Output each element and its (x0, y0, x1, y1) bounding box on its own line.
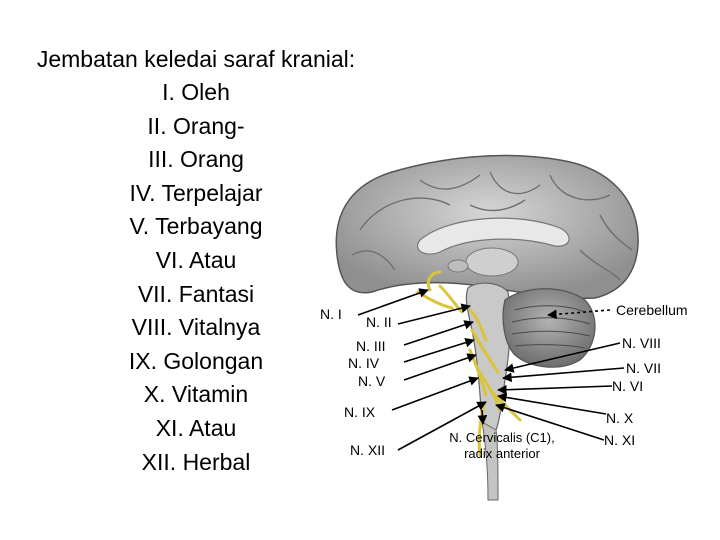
label-n6: N. VI (612, 378, 644, 394)
mnemonic-line-11: XI. Atau (155, 414, 237, 441)
label-n10: N. X (606, 410, 634, 426)
label-n8: N. VIII (622, 335, 661, 351)
mnemonic-line-12: XII. Herbal (141, 448, 251, 475)
mnemonic-line-8: VIII. Vitalnya (131, 314, 261, 341)
label-cervicalis-line2: radix anterior (464, 446, 540, 461)
cerebrum (335, 154, 639, 300)
mnemonic-line-4: IV. Terpelajar (129, 179, 263, 206)
mnemonic-line-6: VI. Atau (155, 246, 237, 273)
label-n1: N. I (320, 306, 342, 322)
label-n9: N. IX (344, 404, 376, 420)
mnemonic-line-9: IX. Golongan (128, 347, 264, 374)
label-cerebellum: Cerebellum (616, 302, 688, 318)
label-n11: N. XI (604, 432, 636, 448)
mnemonic-line-5: V. Terbayang (129, 213, 263, 240)
label-n4: N. IV (348, 355, 380, 371)
label-n5: N. V (358, 373, 386, 389)
label-n12: N. XII (350, 442, 386, 458)
label-cervicalis-line1: N. Cervicalis (C1), (449, 430, 555, 445)
mnemonic-title: Jembatan keledai saraf kranial: (36, 46, 356, 72)
mnemonic-list: Jembatan keledai saraf kranial: I. Oleh … (0, 42, 392, 479)
mnemonic-line-2: II. Orang- (147, 112, 245, 139)
label-n7: N. VII (626, 360, 662, 376)
label-n3: N. III (356, 338, 386, 354)
mnemonic-line-7: VII. Fantasi (137, 280, 255, 307)
label-cervicalis: N. Cervicalis (C1), radix anterior (424, 430, 580, 462)
label-n2: N. II (366, 314, 392, 330)
mnemonic-line-3: III. Orang (148, 146, 244, 173)
cerebellum (502, 288, 596, 368)
mnemonic-line-1: I. Oleh (162, 79, 230, 105)
mnemonic-line-10: X. Vitamin (143, 381, 249, 408)
label-arrows (357, 288, 625, 451)
